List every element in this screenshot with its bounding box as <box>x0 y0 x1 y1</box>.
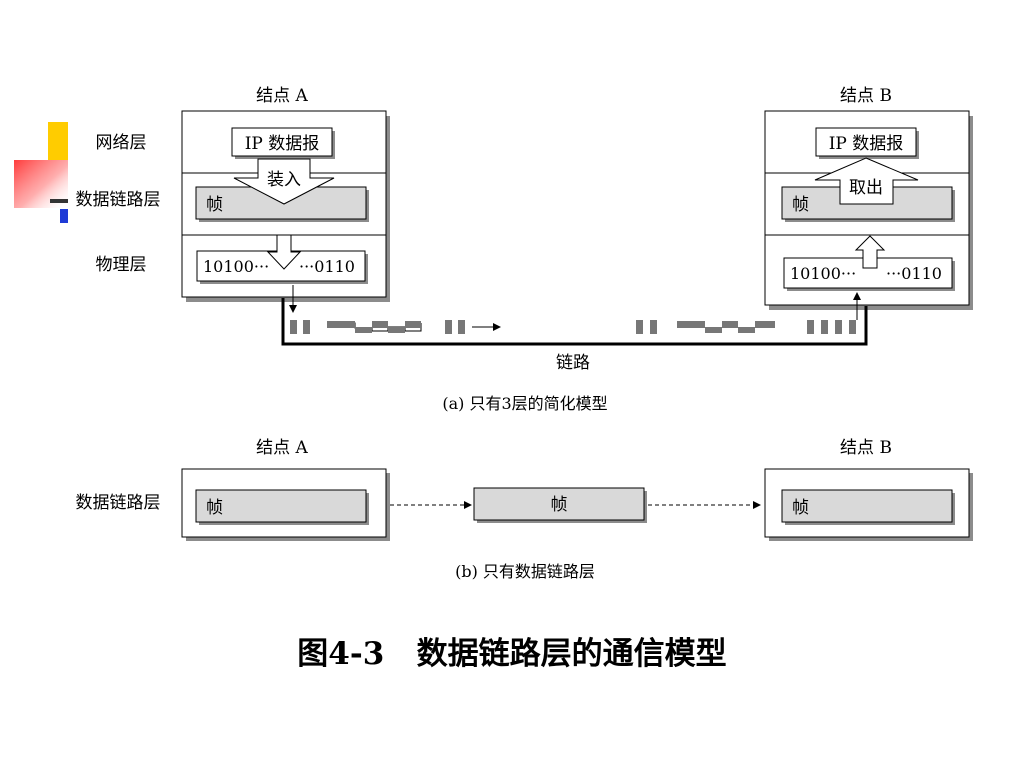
bits-left: 10100··· <box>203 257 269 276</box>
bit-stream-left <box>290 320 501 334</box>
layer-label-datalink: 数据链路层 <box>76 190 161 210</box>
node-b-ip-datagram: IP 数据报 <box>815 127 919 159</box>
node-b-box-b: 帧 <box>764 468 973 541</box>
extract-arrow-icon <box>814 157 919 205</box>
node-b-bits: 10100··· ···0110 <box>783 257 955 291</box>
ip-datagram-label: IP 数据报 <box>245 134 320 154</box>
frame-label: 帧 <box>206 498 223 518</box>
caption-b: (b) 只有数据链路层 <box>455 562 595 581</box>
layer-label-datalink: 数据链路层 <box>76 493 161 513</box>
bit-stream-right <box>636 320 856 334</box>
ip-datagram-label: IP 数据报 <box>829 134 904 154</box>
frame-label: 帧 <box>551 495 568 515</box>
node-a-ip-datagram: IP 数据报 <box>231 127 335 159</box>
encapsulate-label: 装入 <box>267 170 301 190</box>
node-a-box-b: 帧 <box>181 468 390 541</box>
bits-right: ···0110 <box>886 264 942 283</box>
caption-a: (a) 只有3层的简化模型 <box>442 394 607 413</box>
node-a-label: 结点 A <box>256 438 308 458</box>
link-label: 链路 <box>556 353 590 373</box>
node-b-label: 结点 B <box>840 438 892 458</box>
layer-label-physical: 物理层 <box>96 255 147 275</box>
layer-label-network: 网络层 <box>96 133 147 153</box>
frame-label: 帧 <box>206 195 223 215</box>
bits-right: ···0110 <box>299 257 355 276</box>
from-physical-arrow-icon <box>854 235 886 269</box>
frame-in-transit: 帧 <box>473 487 647 523</box>
bits-left: 10100··· <box>790 264 856 283</box>
frame-label: 帧 <box>792 498 809 518</box>
extract-label: 取出 <box>849 178 883 198</box>
slide-decoration <box>14 122 68 223</box>
node-b-label: 结点 B <box>840 86 892 106</box>
frame-label: 帧 <box>792 195 809 215</box>
link-line <box>281 298 868 346</box>
to-physical-arrow-icon <box>266 234 302 270</box>
node-a-label: 结点 A <box>256 86 308 106</box>
encapsulate-arrow-icon <box>233 158 335 205</box>
figure-title: 图4-3 数据链路层的通信模型 <box>297 636 727 672</box>
